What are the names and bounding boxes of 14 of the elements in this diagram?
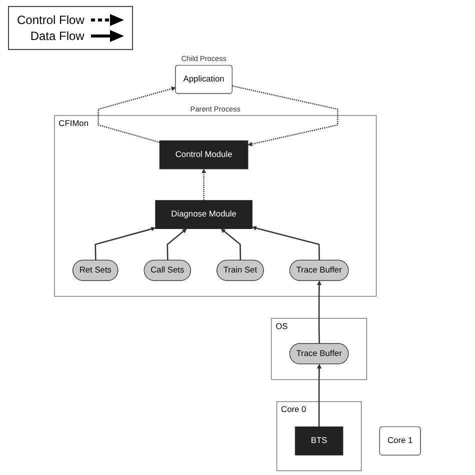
arrow [252,226,320,260]
arrow [316,280,322,344]
arrow [166,228,187,260]
arrow [202,168,206,200]
arrow [316,364,322,427]
arrow [98,86,176,143]
legend-label: Data Flow [30,29,84,43]
arrow [94,226,156,260]
arrow [232,85,338,146]
legend-label: Control Flow [17,13,84,27]
node-box: Diagnose Module [155,200,252,229]
node-box: BTS [294,426,344,456]
arrow [220,228,242,260]
node-box: Control Module [159,140,248,170]
